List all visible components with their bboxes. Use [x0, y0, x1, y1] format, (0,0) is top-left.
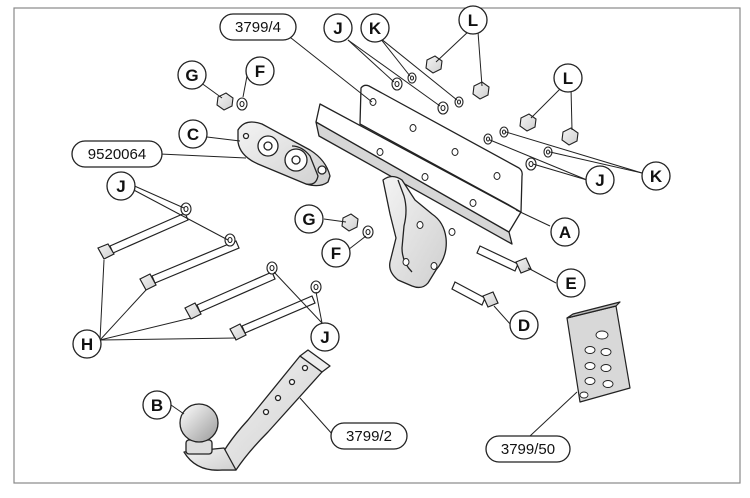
callout-k-right: K: [641, 161, 671, 191]
callout-j-top: J: [323, 13, 353, 43]
leader-lines: [99, 29, 643, 437]
callout-j-bottom: J: [310, 322, 340, 352]
callout-3799-4-text: 3799/4: [235, 19, 281, 36]
svg-text:G: G: [185, 66, 198, 85]
drawing-frame: [13, 7, 741, 484]
callout-g-mid: G: [294, 204, 324, 234]
svg-text:K: K: [369, 19, 382, 38]
svg-text:K: K: [650, 167, 663, 186]
nut-g-mid: [341, 213, 374, 239]
svg-text:C: C: [187, 125, 199, 144]
svg-text:B: B: [151, 396, 163, 415]
callout-j-left: J: [106, 171, 136, 201]
svg-text:F: F: [255, 62, 265, 81]
svg-text:D: D: [518, 316, 530, 335]
svg-text:E: E: [565, 274, 576, 293]
tow-ball-neck-part-b: [179, 349, 331, 471]
callout-f-top: F: [245, 56, 275, 86]
long-bolts-h: [97, 212, 316, 341]
callout-3799-4: 3799/4: [219, 13, 297, 41]
crossbar-part-a: [315, 84, 523, 289]
callout-3799-50: 3799/50: [485, 435, 571, 463]
washers-j-left: [180, 202, 322, 294]
callout-a: A: [550, 217, 580, 247]
callout-3799-50-text: 3799/50: [501, 441, 555, 458]
socket-plate-part-c: [237, 121, 331, 187]
callout-e: E: [556, 268, 586, 298]
callout-c: C: [178, 119, 208, 149]
callout-3799-2-text: 3799/2: [346, 428, 392, 445]
callout-b: B: [142, 390, 172, 420]
svg-text:L: L: [468, 11, 478, 30]
callouts: 3799/4 9520064 3799/2 3799/50 A B C D E …: [71, 5, 671, 463]
bolt-e: [476, 245, 532, 274]
svg-text:L: L: [563, 69, 573, 88]
svg-text:A: A: [559, 223, 571, 242]
callout-g-top: G: [177, 60, 207, 90]
callout-9520064: 9520064: [71, 140, 163, 168]
callout-f-mid: F: [321, 238, 351, 268]
callout-l-right: L: [553, 63, 583, 93]
callout-3799-2: 3799/2: [330, 422, 408, 450]
svg-text:J: J: [333, 19, 342, 38]
svg-text:H: H: [81, 335, 93, 354]
bolt-h-3: [184, 271, 276, 320]
svg-text:F: F: [331, 244, 341, 263]
bolt-h-1: [97, 212, 189, 260]
callout-l-top: L: [458, 5, 488, 35]
bolt-d: [451, 281, 499, 308]
callout-k-top: K: [360, 13, 390, 43]
callout-h: H: [72, 329, 102, 359]
fasteners-top-right: [391, 55, 579, 171]
svg-text:J: J: [595, 171, 604, 190]
callout-d: D: [509, 310, 539, 340]
callout-9520064-text: 9520064: [88, 146, 146, 163]
nut-g-top: [216, 92, 248, 111]
bolt-h-4: [229, 295, 316, 341]
svg-text:J: J: [320, 328, 329, 347]
svg-text:J: J: [116, 177, 125, 196]
hardware-bag-3799-50: [566, 301, 631, 403]
callout-j-right: J: [585, 165, 615, 195]
bolt-h-2: [139, 240, 240, 291]
svg-text:G: G: [302, 210, 315, 229]
